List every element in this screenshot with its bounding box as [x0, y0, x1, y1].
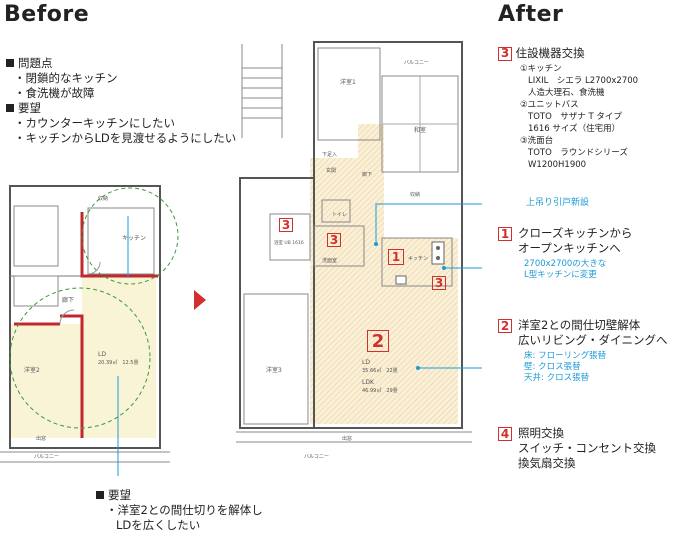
before-storage-label: 収納: [98, 195, 108, 202]
equipment-line: 人造大理石、食洗機: [528, 88, 605, 98]
partition-blue-line: 壁: クロス張替: [524, 362, 581, 372]
bottom-title: 要望: [108, 488, 131, 502]
problem-item: ・食洗機が故障: [14, 86, 95, 100]
annotation-equipment: 3 住設機器交換 ①キッチン LIXIL シエラ L2700x2700 人造大理…: [498, 46, 676, 171]
partition-title-line: 洋室2との間仕切壁解体: [518, 318, 641, 332]
equipment-line: TOTO ラウンドシリーズ: [528, 148, 628, 158]
marker-1-kitchen: 1: [388, 249, 404, 265]
requests-title: 要望: [18, 101, 41, 115]
after-out-label: 出窓: [342, 435, 352, 442]
after-shoebox-label: 下足入: [322, 152, 337, 158]
equipment-line: LIXIL シエラ L2700x2700: [528, 76, 639, 86]
arrow-right-icon: [194, 290, 206, 310]
kitchen-title-line: クローズキッチンから: [518, 226, 633, 240]
num-badge-4: 4: [498, 427, 512, 441]
partition-blue-line: 天井: クロス張替: [524, 373, 590, 383]
marker-2-ld: 2: [367, 330, 389, 352]
before-floor-plan: キッチン 廊下 洋室2 LD 20.39㎡ 12.5畳 収納 出窓 バルコニー: [0, 176, 180, 488]
before-balcony-label: バルコニー: [34, 454, 59, 460]
after-ldk-label: LDK: [362, 379, 375, 386]
before-out-label: 出窓: [36, 435, 46, 442]
before-bottom-note: 要望 ・洋室2との間仕切りを解体し LDを広くしたい: [96, 488, 296, 533]
problem-item: ・閉鎖的なキッチン: [14, 71, 118, 85]
after-heading: After: [498, 2, 564, 27]
lighting-title-line: 換気扇交換: [518, 456, 576, 470]
num-badge-1: 1: [498, 227, 512, 241]
equipment-line: ②ユニットバス: [520, 100, 579, 110]
before-western2-label: 洋室2: [24, 366, 40, 374]
marker-3-washroom: 3: [327, 233, 341, 247]
after-washitsu-label: 和室: [414, 126, 426, 134]
equipment-line: ①キッチン: [520, 64, 562, 74]
after-ld-area: 35.66㎡ 22畳: [362, 367, 398, 374]
bottom-line: LDを広くしたい: [116, 518, 201, 532]
after-balcony-top-label: バルコニー: [404, 60, 429, 66]
square-bullet-icon: [96, 491, 104, 499]
annotation-partition: 2 洋室2との間仕切壁解体 広いリビング・ダイニングへ 床: フローリング張替 …: [498, 318, 676, 384]
num-badge-3: 3: [498, 46, 512, 61]
after-washroom-label: 洗面室: [322, 257, 337, 264]
before-heading: Before: [4, 2, 90, 27]
after-balcony-bottom-label: バルコニー: [304, 454, 329, 460]
square-bullet-icon: [6, 104, 14, 112]
lighting-title-line: スイッチ・コンセント交換: [518, 441, 656, 455]
after-storage-label: 収納: [410, 191, 420, 198]
after-floor-plan: バルコニー 洋室1 和室 廊下 玄関 下足入 トイレ 浴室 UB 1616 洗面…: [222, 28, 488, 472]
square-bullet-icon: [6, 59, 14, 67]
equipment-line: ③洗面台: [520, 136, 554, 146]
request-item: ・キッチンからLDを見渡せるようにしたい: [14, 131, 237, 145]
equipment-line: 1616 サイズ（住宅用）: [528, 124, 621, 134]
equipment-line: TOTO サザナ T タイプ: [528, 112, 622, 122]
kitchen-blue-line: L型キッチンに変更: [524, 270, 597, 280]
partition-title-line: 広いリビング・ダイニングへ: [518, 333, 668, 347]
problems-title: 問題点: [18, 56, 53, 70]
after-western3-label: 洋室3: [266, 366, 282, 374]
marker-3-kitchen: 3: [432, 276, 446, 290]
request-item: ・カウンターキッチンにしたい: [14, 116, 175, 130]
after-toilet-label: トイレ: [332, 212, 347, 218]
partition-blue-line: 床: フローリング張替: [524, 351, 607, 361]
annotation-lighting: 4 照明交換 スイッチ・コンセント交換 換気扇交換: [498, 426, 676, 471]
annotation-kitchen: 1 クローズキッチンから オープンキッチンへ 2700x2700の大きな L型キ…: [498, 226, 676, 281]
after-ld-label: LD: [362, 359, 370, 366]
lighting-title-line: 照明交換: [518, 426, 564, 440]
after-corridor-label: 廊下: [362, 171, 372, 178]
equipment-line: W1200H1900: [528, 160, 587, 170]
bottom-line: ・洋室2との間仕切りを解体し: [106, 503, 263, 517]
before-ld-label: LD: [98, 351, 106, 358]
after-ldk-area: 46.99㎡ 29畳: [362, 387, 398, 394]
num-badge-2: 2: [498, 319, 512, 333]
kitchen-blue-line: 2700x2700の大きな: [524, 259, 607, 269]
after-western1-label: 洋室1: [340, 78, 356, 86]
before-ld-area: 20.39㎡ 12.5畳: [98, 359, 138, 366]
equipment-title: 住設機器交換: [515, 46, 585, 60]
before-corridor-label: 廊下: [62, 296, 74, 304]
before-notes: 問題点 ・閉鎖的なキッチン ・食洗機が故障 要望 ・カウンターキッチンにしたい …: [6, 56, 276, 146]
before-kitchen-label: キッチン: [122, 235, 146, 242]
sliding-door-note: 上吊り引戸新設: [526, 198, 590, 208]
kitchen-title-line: オープンキッチンへ: [518, 241, 621, 255]
after-kitchen-label: キッチン: [408, 256, 428, 262]
marker-3-unitbath: 3: [279, 218, 293, 232]
after-entrance-label: 玄関: [326, 167, 336, 174]
after-unitbath-label: 浴室 UB 1616: [274, 239, 304, 246]
